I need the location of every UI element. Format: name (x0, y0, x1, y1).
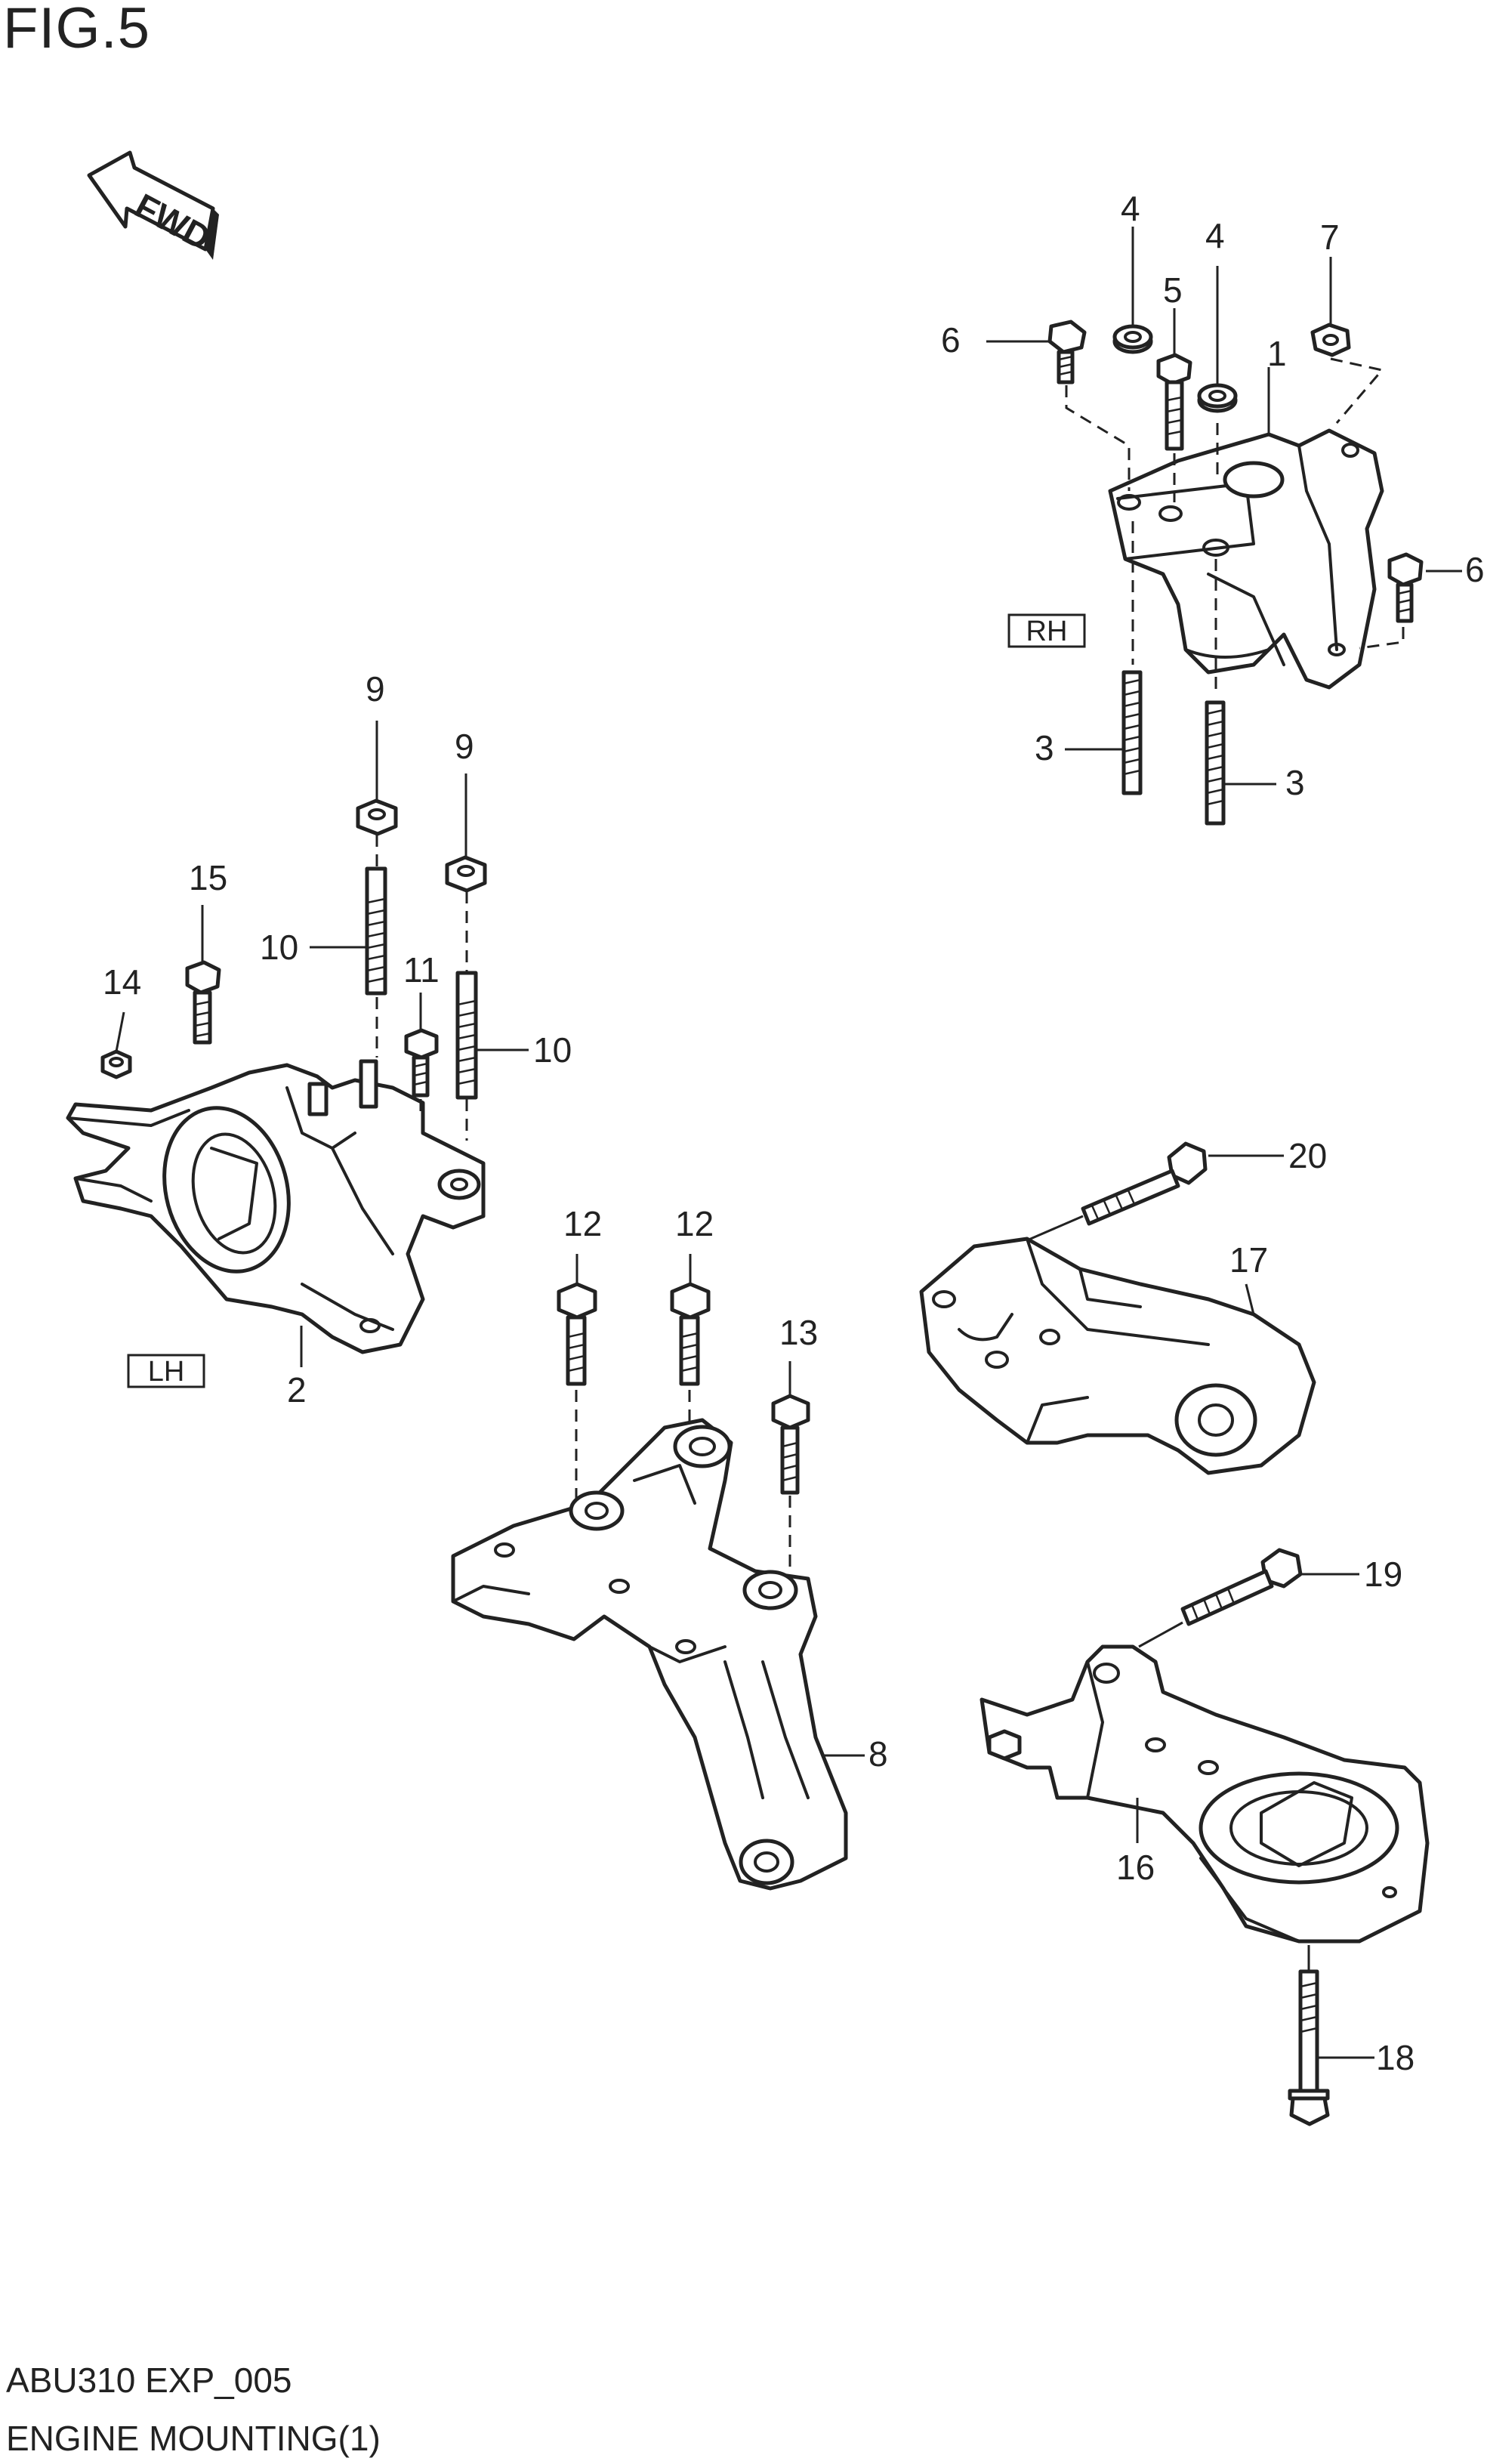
callout-3-left: 3 (1035, 728, 1054, 767)
callout-3-right: 3 (1285, 763, 1305, 802)
lh-stud-10-right (455, 971, 478, 1100)
rh-engine-mount (1108, 428, 1384, 690)
rh-bolt-6-top (1047, 320, 1087, 384)
bracket-bolt-12-left (557, 1282, 597, 1386)
rh-washer-4a (1112, 324, 1153, 354)
callouts: 1 2 3 3 4 4 5 6 6 7 8 9 9 10 10 11 12 12… (103, 189, 1485, 2077)
rh-stud-3-left (1121, 670, 1143, 795)
callout-16: 16 (1116, 1848, 1155, 1887)
lh-engine-mount (66, 1059, 486, 1354)
rh-stud-3-right (1205, 700, 1226, 826)
callout-17: 17 (1229, 1240, 1268, 1280)
bracket-8 (451, 1418, 848, 1891)
callout-6-right: 6 (1465, 550, 1485, 589)
callout-19: 19 (1364, 1555, 1402, 1594)
callout-2: 2 (287, 1370, 307, 1410)
rh-washer-4b (1197, 383, 1238, 413)
bracket-bolt-12-right (670, 1282, 711, 1386)
torque-rod-17 (919, 1237, 1316, 1475)
callout-6-left: 6 (941, 320, 961, 360)
lh-nut-9-left (356, 798, 398, 836)
lower-mount-16 (980, 1644, 1430, 1944)
callout-20: 20 (1288, 1136, 1327, 1175)
lh-bolt-15 (185, 960, 221, 1045)
callout-12-right: 12 (675, 1204, 714, 1243)
lh-label: LH (148, 1356, 185, 1388)
rh-label: RH (1026, 616, 1068, 647)
callout-14: 14 (103, 962, 141, 1002)
callout-18: 18 (1376, 2038, 1415, 2077)
lh-nut-14 (100, 1049, 132, 1079)
callout-13: 13 (779, 1313, 818, 1352)
lh-stud-10-left (365, 866, 387, 996)
callout-1: 1 (1267, 334, 1287, 373)
callout-10-left: 10 (260, 928, 298, 967)
callout-12-left: 12 (563, 1204, 602, 1243)
callout-10-right: 10 (533, 1030, 572, 1070)
lh-bolt-11 (404, 1028, 439, 1098)
figure-title: FIG.5 (3, 0, 151, 60)
torque-rod-bolt-20 (1081, 1141, 1208, 1226)
lh-label-box: LH (127, 1354, 205, 1388)
callout-4-right: 4 (1205, 216, 1225, 255)
lower-mount-bolt-19 (1180, 1548, 1303, 1626)
bracket-bolt-13 (771, 1394, 810, 1495)
diagram-code: ABU310 EXP_005 (6, 2361, 292, 2400)
callout-8: 8 (868, 1734, 888, 1774)
callout-4-left: 4 (1121, 189, 1140, 228)
rh-bolt-6-side (1387, 552, 1424, 623)
fwd-arrow-icon: FWD (87, 150, 219, 260)
callout-15: 15 (189, 858, 227, 897)
callout-7: 7 (1320, 218, 1340, 257)
callout-11: 11 (403, 950, 440, 990)
lh-nut-9-right (445, 855, 487, 893)
rh-nut-7 (1310, 323, 1351, 357)
callout-5: 5 (1163, 270, 1183, 310)
rh-label-box: RH (1007, 613, 1086, 648)
lower-mount-bolt-18 (1288, 1969, 1330, 2126)
diagram-name: ENGINE MOUNTING(1) (6, 2419, 381, 2458)
callout-9-right: 9 (455, 727, 474, 766)
rh-bolt-5 (1156, 353, 1192, 451)
callout-9-left: 9 (366, 669, 385, 709)
